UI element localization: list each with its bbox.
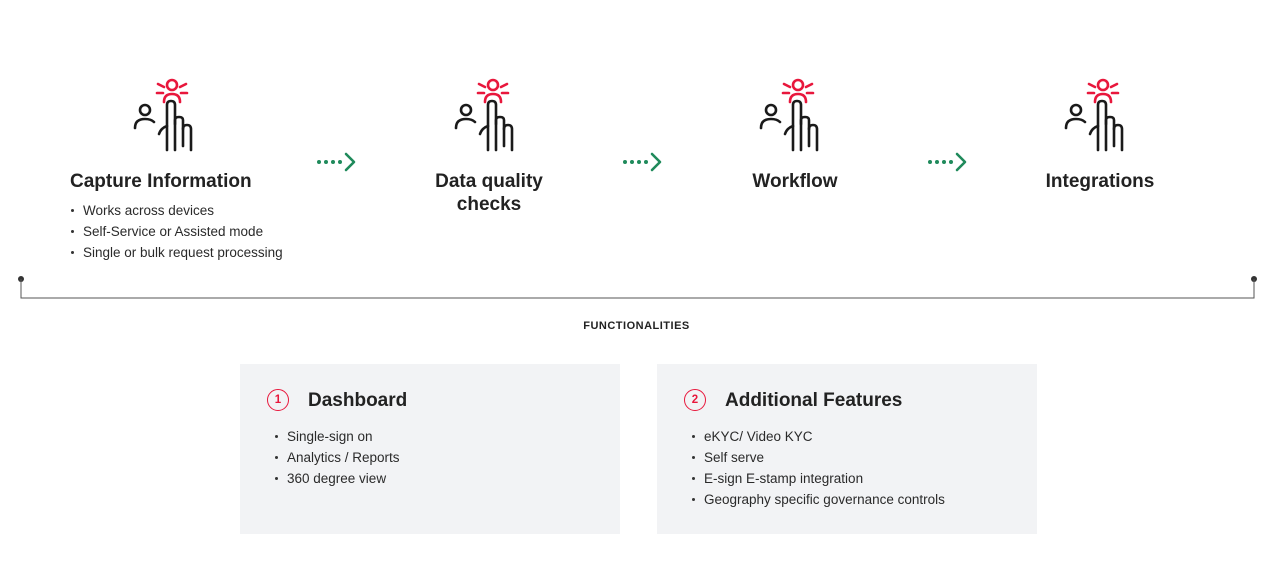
card-bullets: Single-sign on Analytics / Reports 360 d… xyxy=(274,426,400,489)
section-label: FUNCTIONALITIES xyxy=(583,320,690,332)
list-item: Single or bulk request processing xyxy=(70,242,283,263)
list-item: 360 degree view xyxy=(274,468,400,489)
card-dashboard: 1 Dashboard Single-sign on Analytics / R… xyxy=(240,364,620,534)
dotted-arrow-icon xyxy=(623,152,662,172)
step-title: Integrations xyxy=(1045,171,1155,192)
step-bullets: Works across devices Self-Service or Ass… xyxy=(70,200,283,263)
card-title: Additional Features xyxy=(725,390,903,411)
list-item: Self-Service or Assisted mode xyxy=(70,221,283,242)
list-item: Analytics / Reports xyxy=(274,447,400,468)
list-item: Geography specific governance controls xyxy=(691,489,945,510)
card-additional-features: 2 Additional Features eKYC/ Video KYC Se… xyxy=(657,364,1037,534)
card-title: Dashboard xyxy=(308,390,408,411)
step-title: Capture Information xyxy=(70,171,252,192)
number-badge: 1 xyxy=(267,389,289,411)
list-item: Single-sign on xyxy=(274,426,400,447)
step-title: Data quality checks xyxy=(435,171,543,215)
list-item: Works across devices xyxy=(70,200,283,221)
card-bullets: eKYC/ Video KYC Self serve E-sign E-stam… xyxy=(691,426,945,510)
list-item: E-sign E-stamp integration xyxy=(691,468,945,489)
dotted-arrow-icon xyxy=(928,152,967,172)
bracket-divider xyxy=(18,276,1257,299)
step-title: Workflow xyxy=(752,171,838,192)
list-item: Self serve xyxy=(691,447,945,468)
list-item: eKYC/ Video KYC xyxy=(691,426,945,447)
dotted-arrow-icon xyxy=(317,152,356,172)
number-badge: 2 xyxy=(684,389,706,411)
